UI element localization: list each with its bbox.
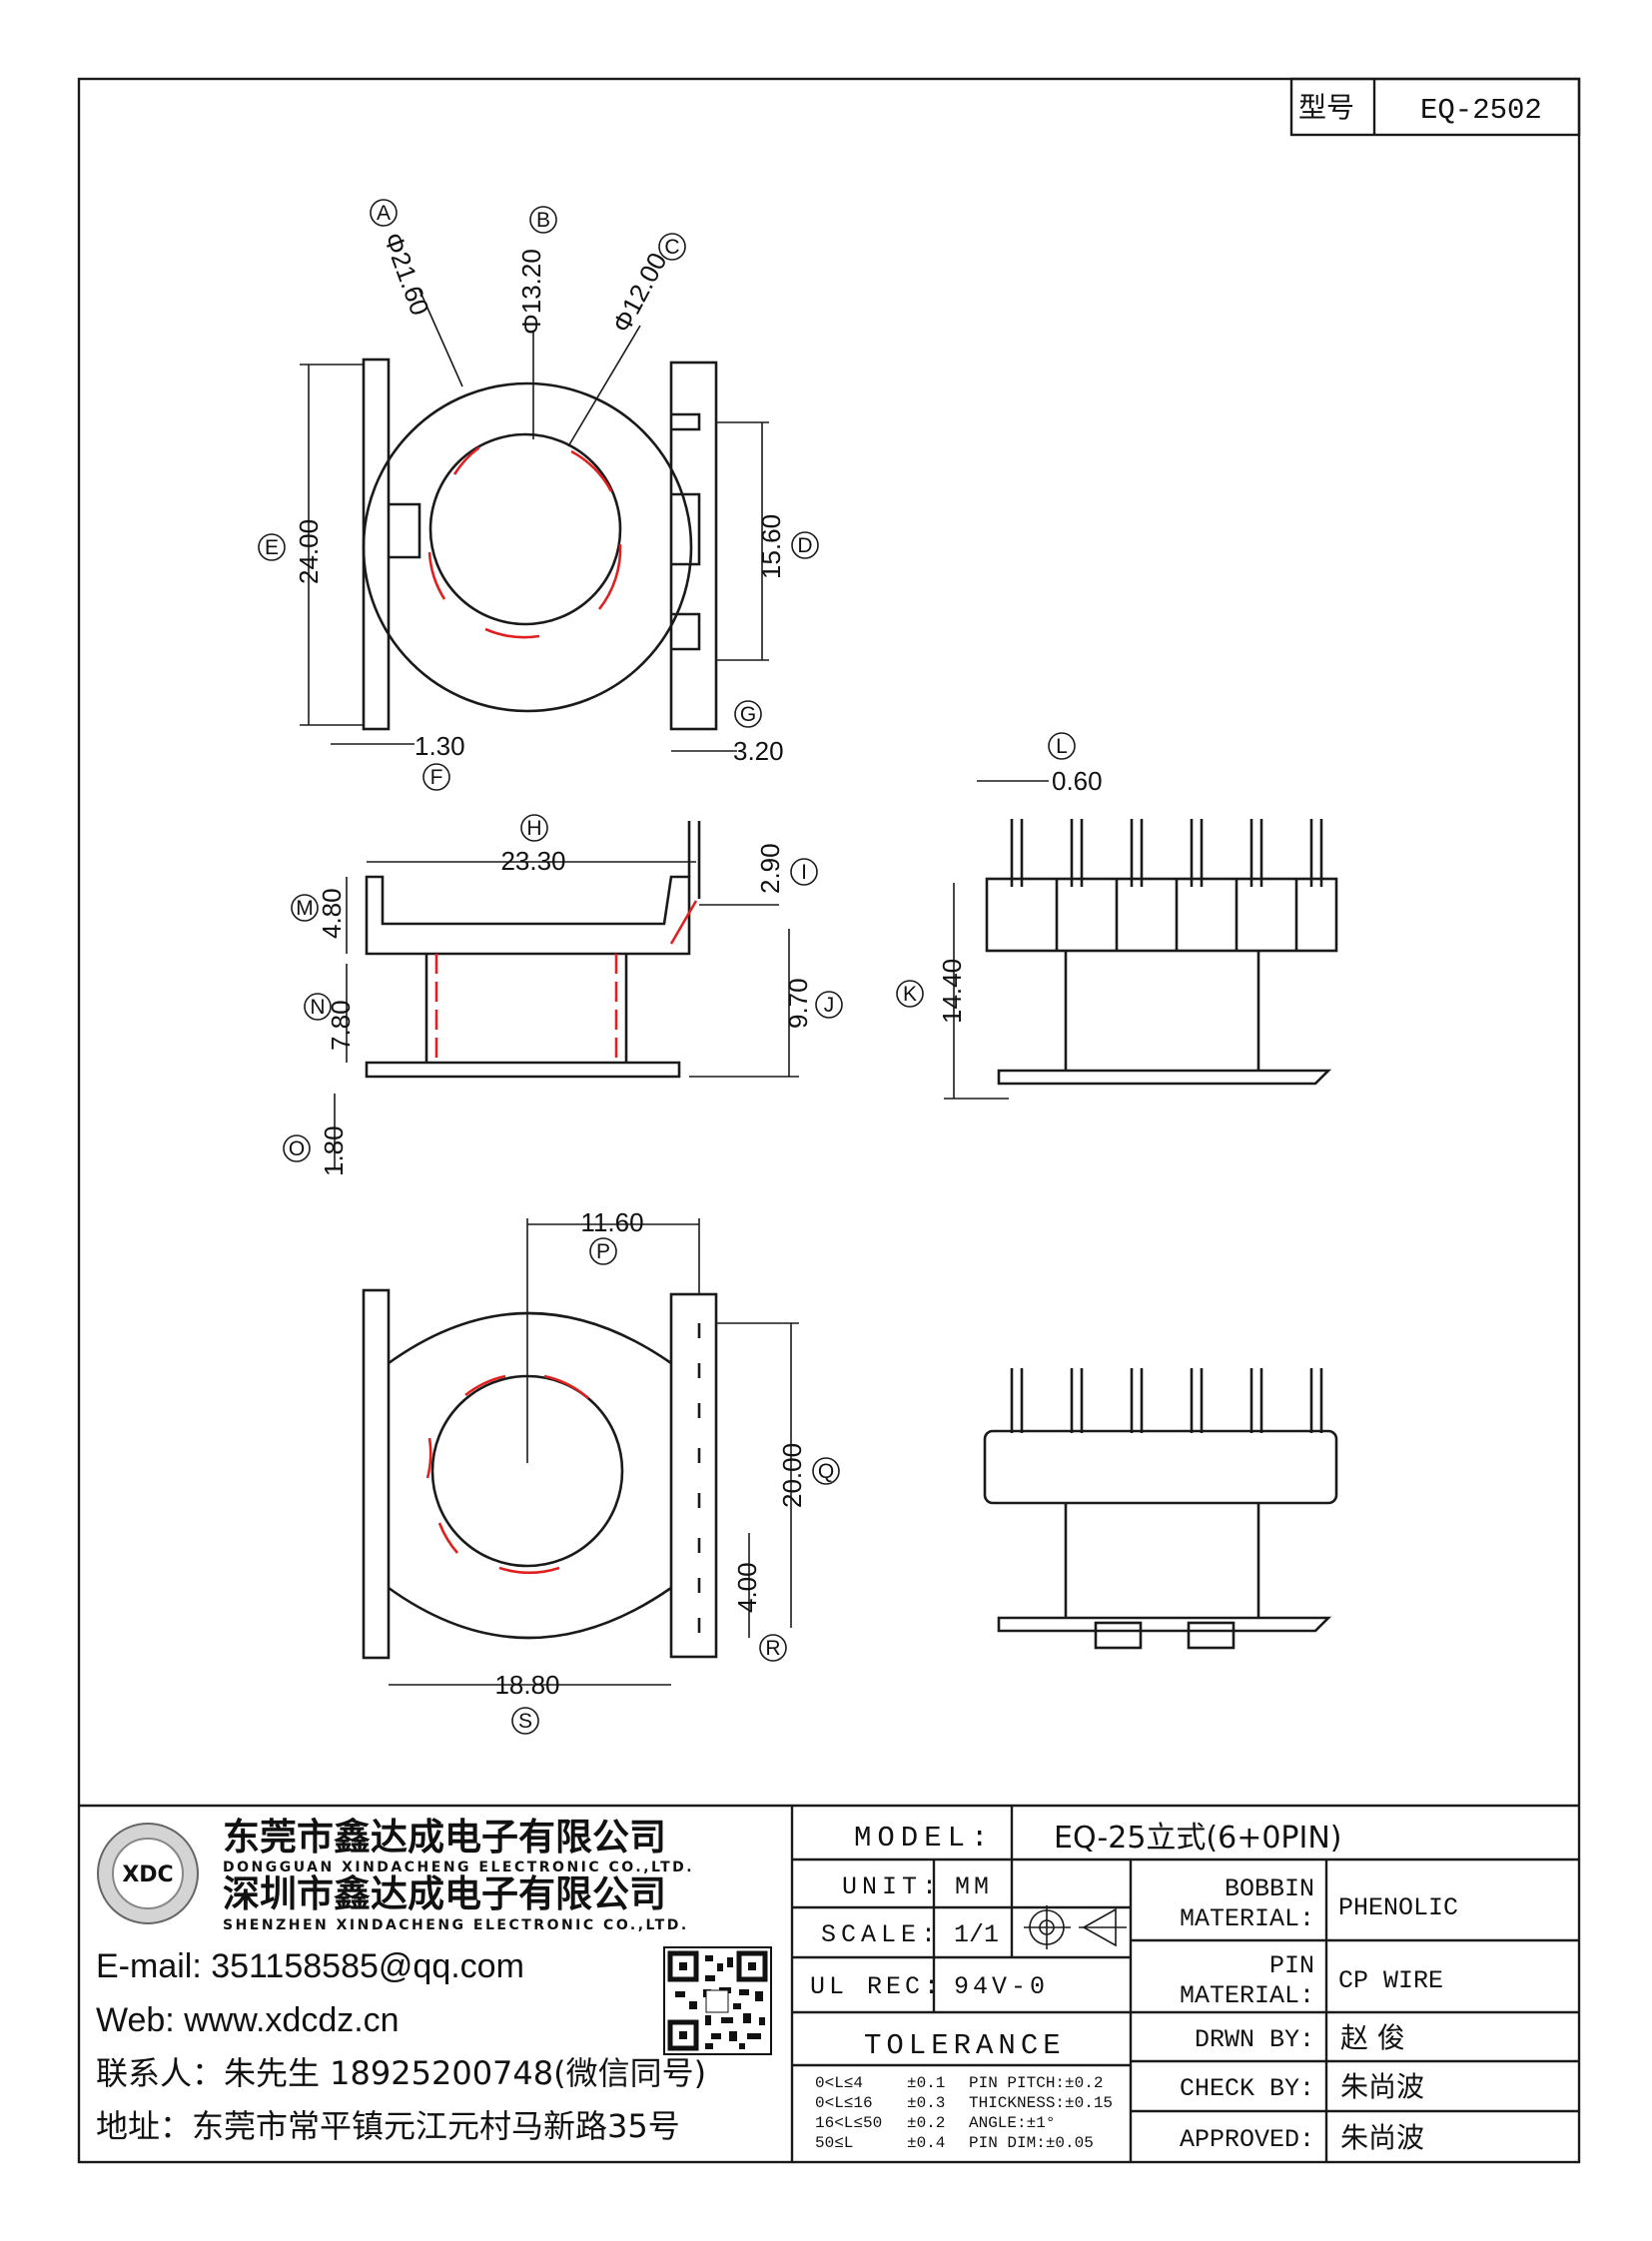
tol-row1-range: 0<L≤4 — [815, 2074, 863, 2092]
company-name-dg: 东莞市鑫达成电子有限公司 — [223, 1816, 666, 1859]
dim-L: 0.60 — [1052, 766, 1103, 796]
dim-K: 14.40 — [937, 959, 967, 1024]
ulrec-value: 94V-0 — [954, 1972, 1049, 2001]
label-S: S — [518, 1710, 532, 1733]
company-name-dg-en: DONGGUAN XINDACHENG ELECTRONIC CO.,LTD. — [223, 1860, 694, 1875]
tol-row1-spec: PIN PITCH:±0.2 — [969, 2074, 1103, 2092]
dim-A: Φ21.60 — [378, 229, 435, 320]
side-view-2 — [983, 1368, 1338, 1650]
label-H: H — [526, 817, 541, 840]
label-I: I — [801, 861, 807, 884]
bobbin-material-label2: MATERIAL: — [1180, 1904, 1314, 1933]
dim-R: 4.00 — [732, 1562, 762, 1613]
company-name-sz: 深圳市鑫达成电子有限公司 — [223, 1872, 666, 1915]
bobbin-material-value: PHENOLIC — [1338, 1893, 1458, 1922]
drawn-label: DRWN BY: — [1195, 2025, 1314, 2054]
dim-J: 9.70 — [783, 978, 813, 1029]
pin-material-label2: MATERIAL: — [1180, 1981, 1314, 2010]
dim-F: 1.30 — [414, 731, 465, 761]
label-N: N — [310, 996, 325, 1019]
dim-C: Φ12.00 — [606, 248, 673, 338]
model-value: EQ-25立式(6+0PIN) — [1054, 1821, 1342, 1856]
label-A: A — [377, 202, 391, 225]
label-F: F — [430, 766, 443, 789]
approved-label: APPROVED: — [1180, 2125, 1314, 2154]
tol-row2-value: ±0.3 — [907, 2094, 945, 2112]
label-K: K — [903, 983, 917, 1006]
tol-row4-range: 50≤L — [815, 2134, 853, 2152]
check-label: CHECK BY: — [1180, 2074, 1314, 2103]
type-value: EQ-2502 — [1420, 94, 1542, 127]
title-block: XDC 东莞市鑫达成电子有限公司 DONGGUAN XINDACHENG ELE… — [79, 1804, 1579, 2162]
tol-row3-value: ±0.2 — [907, 2114, 945, 2132]
tolerance-label: TOLERANCE — [864, 2029, 1066, 2062]
dim-E: 24.00 — [294, 519, 324, 584]
tol-row4-spec: PIN DIM:±0.05 — [969, 2134, 1094, 2152]
tol-row1-value: ±0.1 — [907, 2074, 945, 2092]
company-name-sz-en: SHENZHEN XINDACHENG ELECTRONIC CO.,LTD. — [223, 1917, 689, 1933]
label-M: M — [296, 897, 314, 920]
label-B: B — [536, 209, 550, 232]
label-O: O — [289, 1137, 305, 1160]
label-L: L — [1056, 735, 1068, 758]
header-block: 型号 EQ-2502 — [1289, 77, 1581, 137]
bottom-view: 11.60 P 20.00 Q 4.00 R 18.80 S — [362, 1207, 840, 1735]
tol-row4-value: ±0.4 — [907, 2134, 945, 2152]
side-view: 23.30 H 2.90 I 9.70 J 4.80 7.80 1.80 M N… — [283, 814, 843, 1176]
dim-G: 3.20 — [733, 736, 784, 766]
bobbin-material-label1: BOBBIN — [1225, 1874, 1314, 1903]
company-contact: 联系人：朱先生 18925200748(微信同号) — [96, 2054, 706, 2092]
logo-text: XDC — [122, 1863, 173, 1887]
unit-value: MM — [955, 1872, 993, 1901]
unit-label: UNIT: — [842, 1872, 942, 1901]
dim-P: 11.60 — [580, 1207, 643, 1237]
label-R: R — [765, 1637, 780, 1660]
dim-H: 23.30 — [500, 846, 565, 876]
dim-I: 2.90 — [755, 843, 785, 894]
top-view: 24.00 E 15.60 D 1.30 F 3.20 G Φ21.60 Φ13… — [258, 199, 819, 791]
label-P: P — [596, 1240, 610, 1263]
check-value: 朱尚波 — [1340, 2070, 1424, 2103]
dim-S: 18.80 — [494, 1670, 559, 1700]
label-J: J — [824, 994, 835, 1017]
projection-symbol — [1024, 1905, 1127, 1949]
company-web: Web: www.xdcdz.cn — [96, 2001, 400, 2039]
scale-label: SCALE: — [821, 1920, 941, 1949]
label-G: G — [740, 703, 756, 726]
dim-Q: 20.00 — [777, 1443, 807, 1508]
label-D: D — [797, 534, 812, 557]
drawing-frame — [77, 77, 1581, 2164]
scale-value: 1/1 — [954, 1920, 999, 1949]
approved-value: 朱尚波 — [1340, 2121, 1424, 2154]
ulrec-label: UL REC: — [810, 1972, 943, 2001]
tol-row3-range: 16<L≤50 — [815, 2114, 882, 2132]
pin-material-label1: PIN — [1269, 1951, 1314, 1980]
label-E: E — [265, 536, 279, 559]
tol-row2-range: 0<L≤16 — [815, 2094, 873, 2112]
label-Q: Q — [818, 1460, 834, 1483]
dim-O: 1.80 — [319, 1125, 349, 1176]
tol-row2-spec: THICKNESS:±0.15 — [969, 2094, 1113, 2112]
front-view: 0.60 L 14.40 K — [896, 732, 1338, 1100]
tol-row3-spec: ANGLE:±1° — [969, 2114, 1055, 2132]
label-C: C — [664, 236, 679, 259]
dim-B: Φ13.20 — [516, 249, 546, 335]
qr-code — [663, 1946, 772, 2055]
drawn-value: 赵 俊 — [1340, 2021, 1405, 2054]
pin-material-value: CP WIRE — [1338, 1966, 1443, 1995]
model-label: MODEL: — [854, 1822, 994, 1855]
dim-M: 4.80 — [317, 888, 347, 939]
dim-D: 15.60 — [756, 514, 786, 579]
company-address: 地址：东莞市常平镇元江元村马新路35号 — [96, 2107, 680, 2145]
type-label: 型号 — [1298, 91, 1354, 124]
company-email: E-mail: 351158585@qq.com — [96, 1947, 524, 1985]
